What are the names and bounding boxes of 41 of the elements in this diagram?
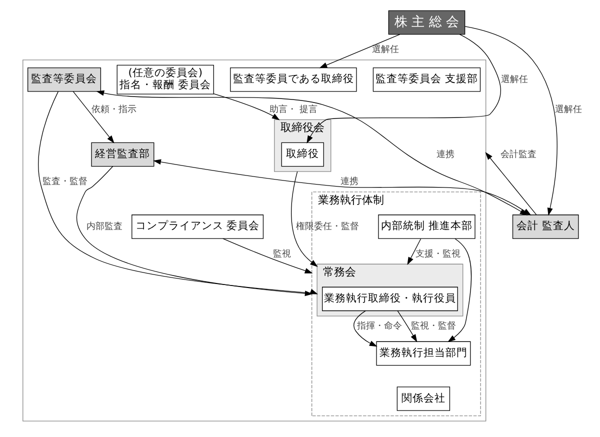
edge-label: 選解任 [372, 44, 400, 56]
edge-label: 指揮・命令 [356, 320, 402, 332]
arrow [96, 90, 528, 216]
edge-label: 会計監査 [500, 148, 537, 160]
arrow [353, 310, 378, 347]
node-box: 監査等委員である取締役 [230, 67, 357, 92]
arrow [291, 171, 318, 268]
node-box: 業務執行取締役・執行役員 [322, 286, 458, 312]
edge-label: 連携 [340, 176, 359, 188]
edge-label: 監査・監督 [42, 176, 88, 188]
node-box: 会計 監査人 [512, 214, 579, 239]
edge-label: 権限委任・監督 [296, 221, 360, 232]
arrow [407, 238, 422, 266]
edge-label: 助言・ 提言 [269, 104, 318, 115]
arrow [306, 34, 501, 144]
edge-label: 選解任 [500, 74, 528, 86]
arrow [214, 93, 280, 120]
arrow [397, 310, 418, 342]
arrow [448, 238, 472, 342]
node-box: 業務執行担当部門 [376, 341, 471, 366]
edge-label: 選解任 [554, 104, 582, 115]
edge-label: 監視・監督 [410, 320, 456, 332]
arrow [222, 238, 313, 274]
node-box: 内部統制 推進本部 [378, 214, 476, 239]
edge-label: 依頼・指示 [92, 104, 137, 115]
cluster [22, 60, 486, 422]
node-box: 経営監査部 [91, 142, 154, 167]
node-box: (任意の委員会) 指名・報酬 委員会 [116, 64, 214, 94]
node-box: 取締役 [281, 142, 324, 167]
edge-label: 内部監査 [86, 221, 122, 232]
node-box: コンプライアンス 委員会 [132, 214, 264, 239]
node-box: 監査等委員会 [27, 67, 102, 92]
edge-label: 支援・監視 [415, 248, 460, 260]
node-box: 監査等委員会 支援部 [372, 67, 481, 92]
edge-label: 連携 [436, 148, 454, 160]
edge-label: 監視 [272, 248, 291, 260]
node-box: 関係会社 [396, 386, 450, 411]
arrow [319, 34, 400, 68]
arrow [76, 166, 313, 296]
arrow [72, 91, 114, 144]
node-box: 株 主 総 会 [388, 10, 466, 35]
